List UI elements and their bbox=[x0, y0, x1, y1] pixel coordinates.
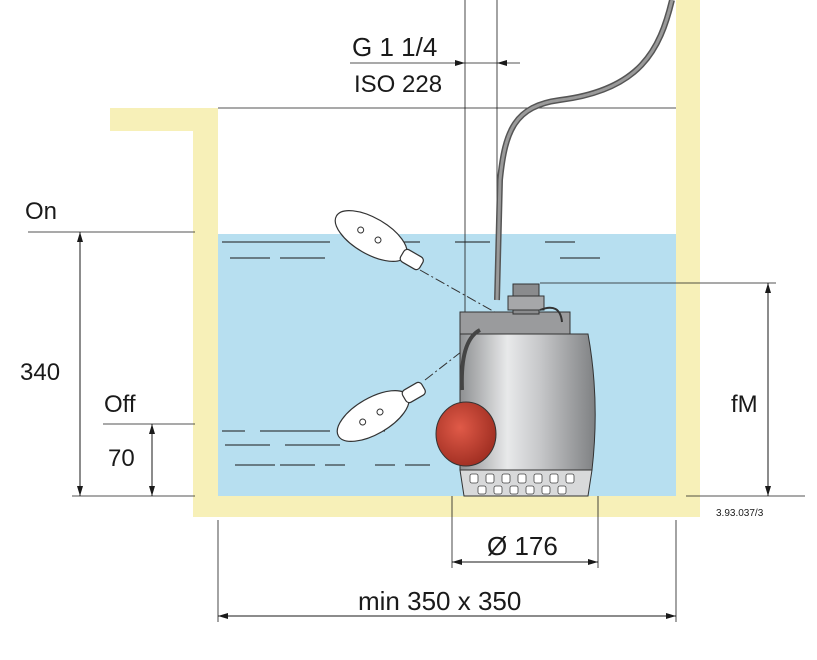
thread-size-label: G 1 1/4 bbox=[352, 32, 437, 62]
thread-dimension bbox=[350, 60, 520, 66]
submersible-pump bbox=[435, 283, 596, 497]
on-level-label: On bbox=[25, 198, 57, 225]
drawing-code: 3.93.037/3 bbox=[716, 508, 764, 519]
pit-size-label: min 350 x 350 bbox=[358, 586, 521, 616]
pit-size-dimension bbox=[218, 613, 676, 619]
height-340-dimension bbox=[77, 232, 83, 496]
pump-diameter-dimension bbox=[452, 559, 598, 565]
float-switch-on-position bbox=[334, 210, 424, 271]
height-70-dimension bbox=[149, 424, 155, 496]
float-switch-off-position bbox=[336, 381, 426, 442]
thread-standard-label: ISO 228 bbox=[354, 71, 442, 98]
height-340-label: 340 bbox=[20, 359, 60, 386]
height-70-label: 70 bbox=[108, 445, 135, 472]
pump-height-dimension bbox=[765, 283, 771, 496]
off-level-label: Off bbox=[104, 391, 136, 418]
pump-height-label: fM bbox=[731, 391, 758, 418]
pump-diameter-label: Ø 176 bbox=[487, 531, 558, 561]
